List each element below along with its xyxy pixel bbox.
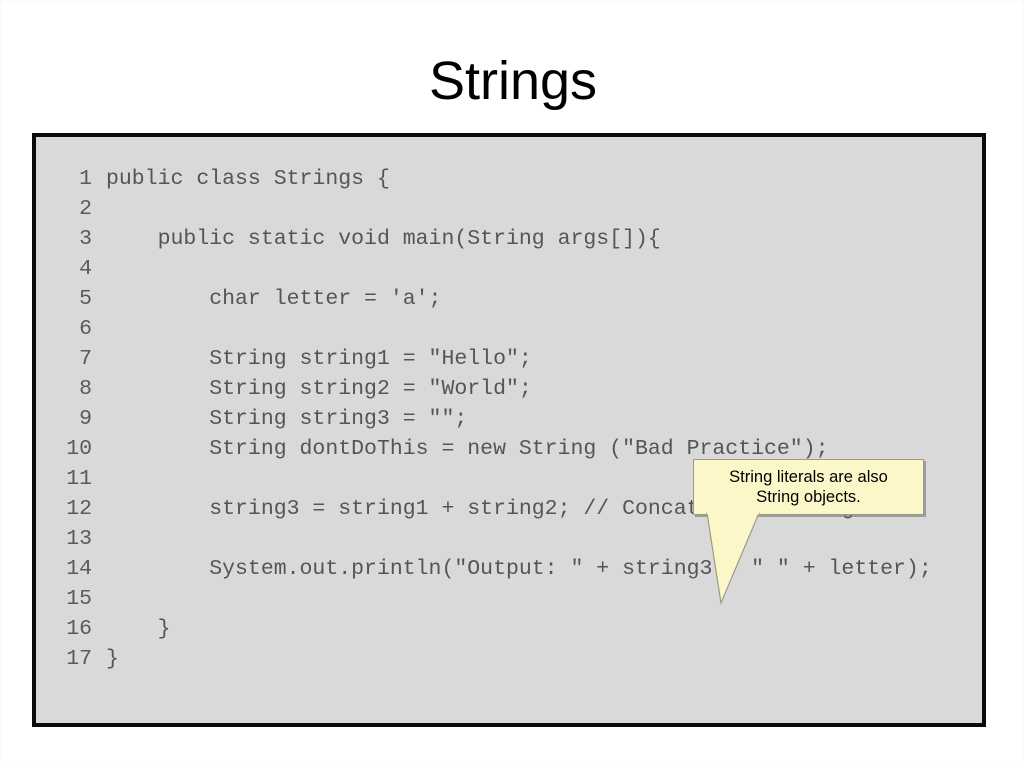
code-line: 17} xyxy=(36,644,932,674)
line-code: char letter = 'a'; xyxy=(106,287,442,311)
line-number: 7 xyxy=(79,347,92,371)
line-number: 3 xyxy=(79,227,92,251)
line-number: 8 xyxy=(79,377,92,401)
line-number: 5 xyxy=(79,287,92,311)
callout-text: String literals are also String objects. xyxy=(729,468,888,506)
page-title: Strings xyxy=(428,51,598,111)
line-number: 6 xyxy=(79,317,92,341)
line-code: } xyxy=(106,617,171,641)
code-line: 4 xyxy=(36,254,932,284)
callout-annotation: String literals are also String objects. xyxy=(693,459,924,606)
line-number: 4 xyxy=(79,257,92,281)
code-line: 16 } xyxy=(36,614,932,644)
line-number: 15 xyxy=(66,587,92,611)
line-code: public class Strings { xyxy=(106,167,390,191)
line-code: public static void main(String args[]){ xyxy=(106,227,661,251)
code-line: 7 String string1 = "Hello"; xyxy=(36,344,932,374)
line-code: String dontDoThis = new String ("Bad Pra… xyxy=(106,437,829,461)
line-code: System.out.println("Output: " + string3 … xyxy=(106,557,932,581)
code-line: 10 String dontDoThis = new String ("Bad … xyxy=(36,434,932,464)
code-line: 2 xyxy=(36,194,932,224)
code-line: 15 xyxy=(36,584,932,614)
line-number: 1 xyxy=(79,167,92,191)
code-panel: 1 public class Strings { 2 3 public static … xyxy=(32,133,986,727)
code-line: 9 String string3 = ""; xyxy=(36,404,932,434)
code-line: 1 public class Strings { xyxy=(36,164,932,194)
code-line: 6 xyxy=(36,314,932,344)
line-number: 12 xyxy=(66,497,92,521)
code-line: 5 char letter = 'a'; xyxy=(36,284,932,314)
line-number: 13 xyxy=(66,527,92,551)
callout-tail-icon xyxy=(706,511,760,606)
code-line: 11 xyxy=(36,464,932,494)
line-number: 14 xyxy=(66,557,92,581)
line-number: 17 xyxy=(66,647,92,671)
line-code: } xyxy=(106,647,119,671)
line-number: 11 xyxy=(66,467,92,491)
line-code: String string3 = ""; xyxy=(106,407,468,431)
line-number: 16 xyxy=(66,617,92,641)
line-code: String string1 = "Hello"; xyxy=(106,347,532,371)
code-line: 13 xyxy=(36,524,932,554)
code-line: 14 System.out.println("Output: " + strin… xyxy=(36,554,932,584)
line-number: 9 xyxy=(79,407,92,431)
code-line: 3 public static void main(String args[])… xyxy=(36,224,932,254)
line-number: 10 xyxy=(66,437,92,461)
callout-box: String literals are also String objects. xyxy=(693,459,924,515)
line-code: String string2 = "World"; xyxy=(106,377,532,401)
line-number: 2 xyxy=(79,197,92,221)
code-line: 8 String string2 = "World"; xyxy=(36,374,932,404)
code-listing: 1 public class Strings { 2 3 public static … xyxy=(36,137,932,674)
